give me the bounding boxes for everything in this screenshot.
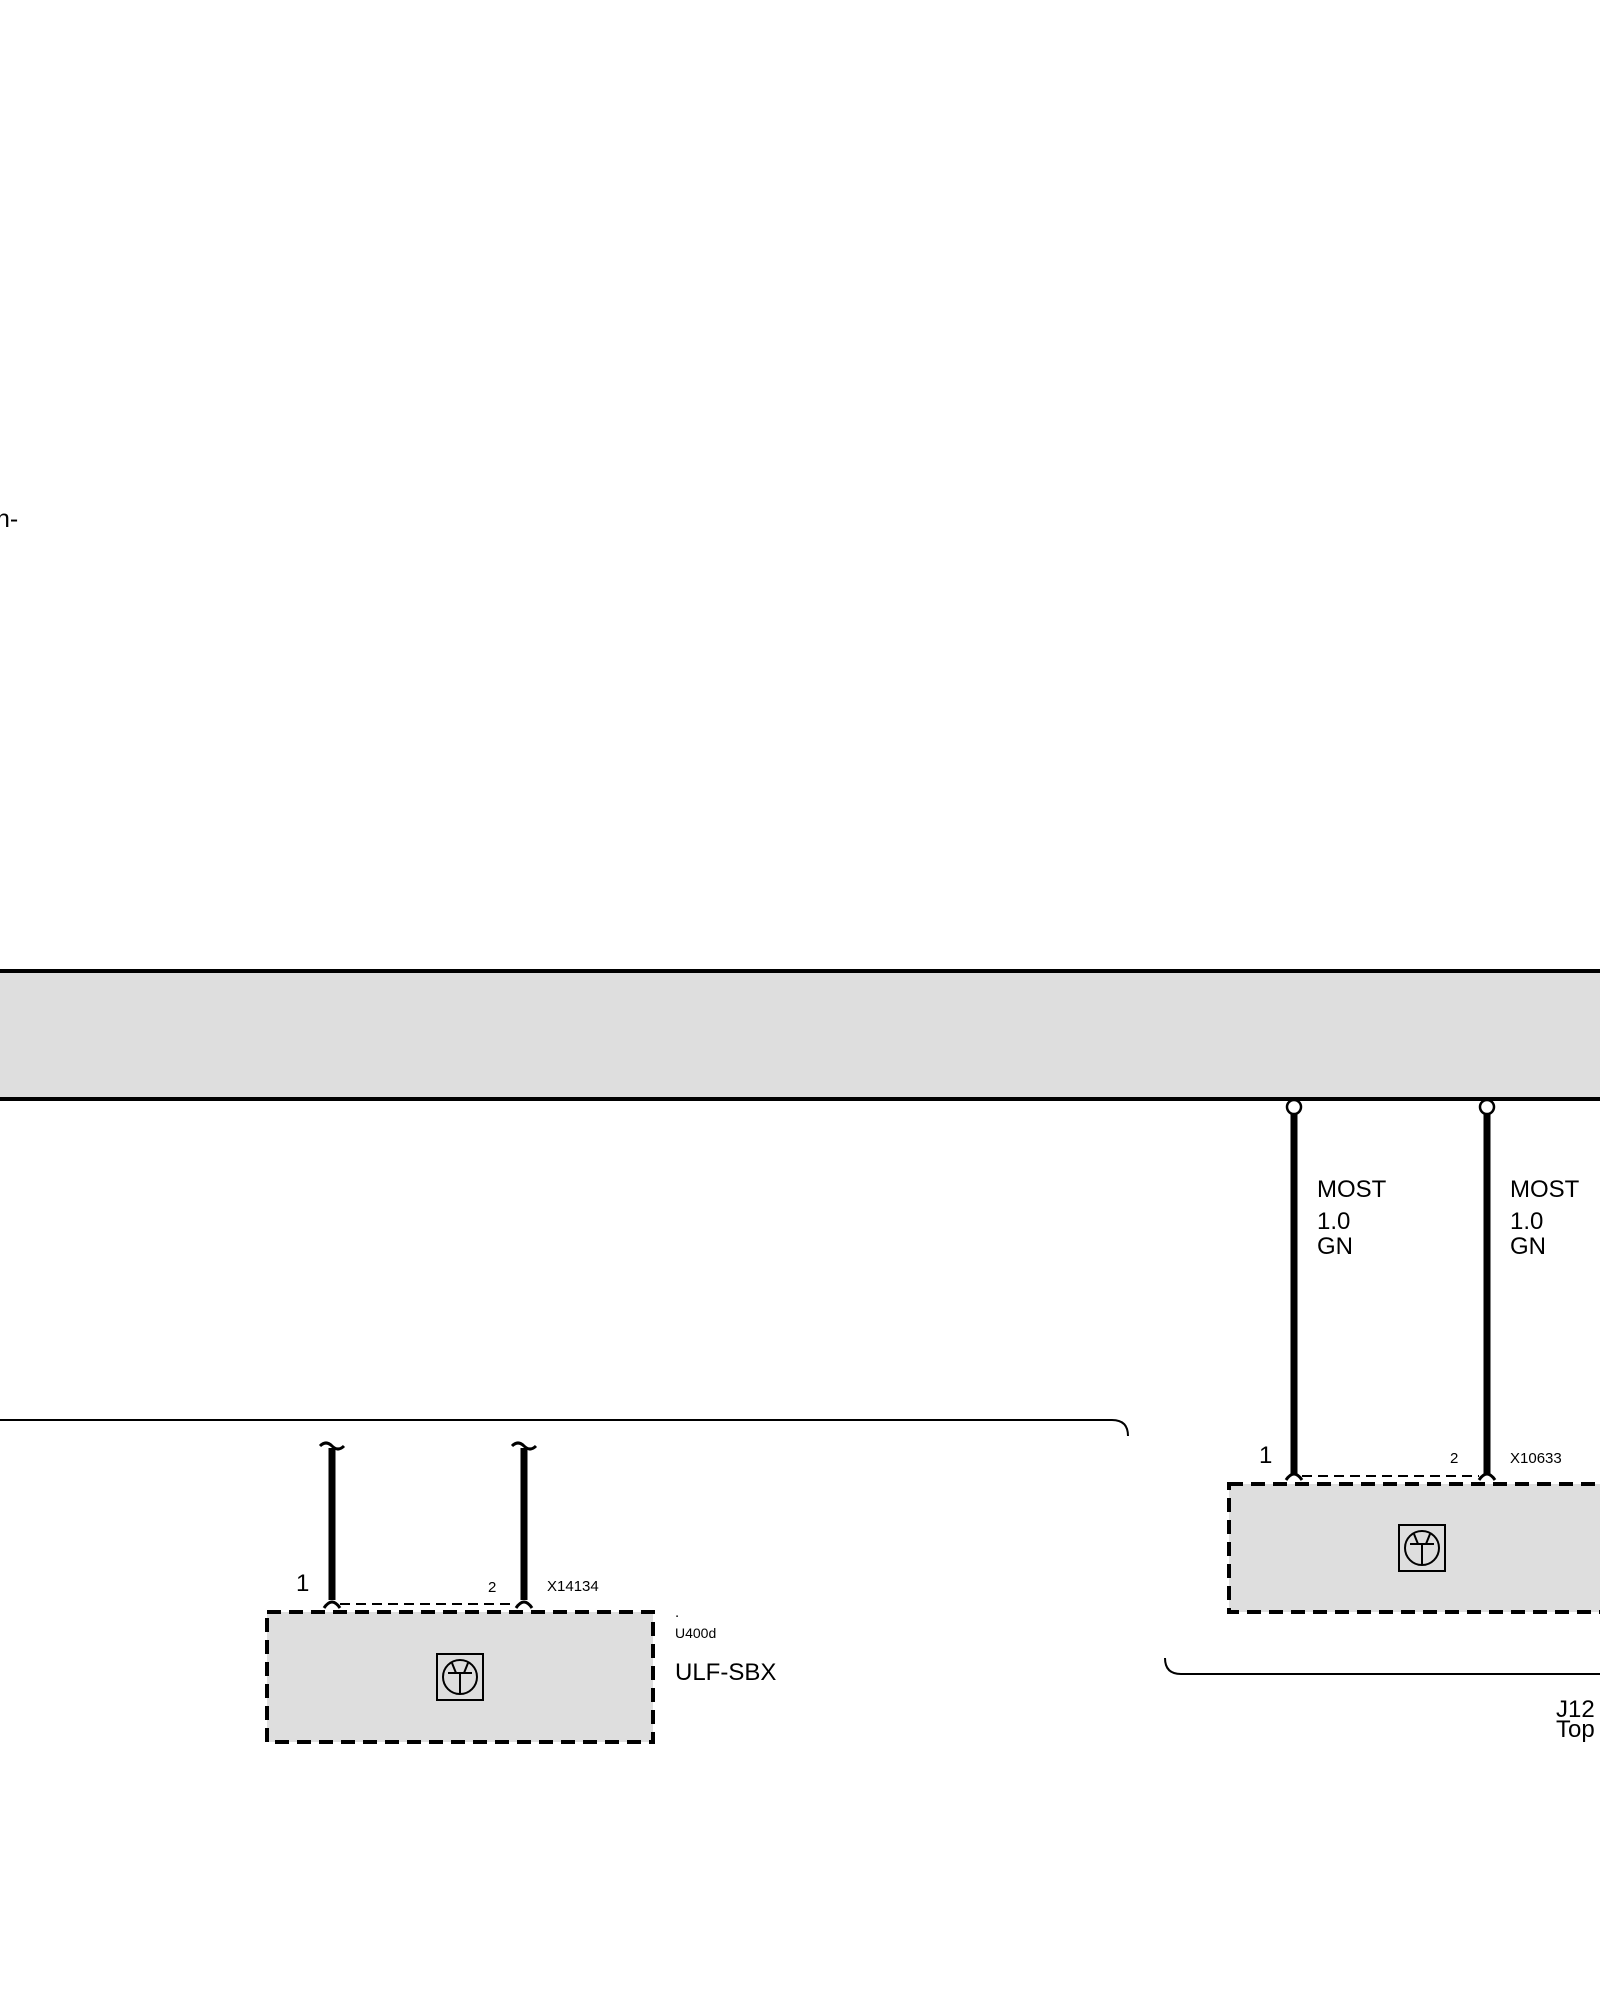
bus-fill <box>0 970 1600 1098</box>
ulf-pin-1-label: 1 <box>296 1570 309 1597</box>
j12-wire-1-color: GN <box>1317 1233 1353 1260</box>
j12-connector-label: X10633 <box>1510 1450 1562 1467</box>
partial-label: n- <box>0 505 18 533</box>
j12-splice-2-icon <box>1478 1098 1496 1116</box>
j12-pin-1-icon <box>1284 1472 1304 1481</box>
j12-pin-2-label: 2 <box>1450 1450 1458 1467</box>
ulf-transistor-icon <box>436 1653 484 1701</box>
j12-module-box <box>1227 1482 1600 1614</box>
ulf-wire-2-break-icon <box>510 1441 538 1451</box>
j12-wire-2-color: GN <box>1510 1233 1546 1260</box>
ulf-wires <box>318 1441 538 1609</box>
j12-wire-2-type: MOST <box>1510 1176 1580 1203</box>
ulf-pin-2-label: 2 <box>488 1579 496 1596</box>
j12-wires <box>1284 1098 1497 1481</box>
ulf-wire-1-break-icon <box>318 1441 346 1451</box>
ulf-pin-1-icon <box>322 1600 342 1609</box>
j12-wire-1-size: 1.0 <box>1317 1208 1350 1235</box>
harness-bracket-right <box>1164 1657 1600 1675</box>
harness-bracket-left <box>0 1419 1129 1437</box>
j12-transistor-icon <box>1398 1524 1446 1572</box>
ulf-dot: . <box>675 1604 679 1621</box>
ulf-name: ULF-SBX <box>675 1659 776 1686</box>
ulf-code: U400d <box>675 1625 716 1641</box>
j12-splice-1-icon <box>1285 1098 1303 1116</box>
bus-band <box>0 969 1600 1101</box>
j12-label-line2: Top <box>1556 1716 1595 1743</box>
j12-wire-1-type: MOST <box>1317 1176 1387 1203</box>
j12-wire-2-size: 1.0 <box>1510 1208 1543 1235</box>
j12-label-line1: J12 <box>1556 1696 1595 1723</box>
ulf-pin-2-icon <box>514 1600 534 1609</box>
ulf-connector-label: X14134 <box>547 1578 599 1595</box>
j12-pin-2-icon <box>1477 1472 1497 1481</box>
j12-pin-1-label: 1 <box>1259 1442 1272 1469</box>
